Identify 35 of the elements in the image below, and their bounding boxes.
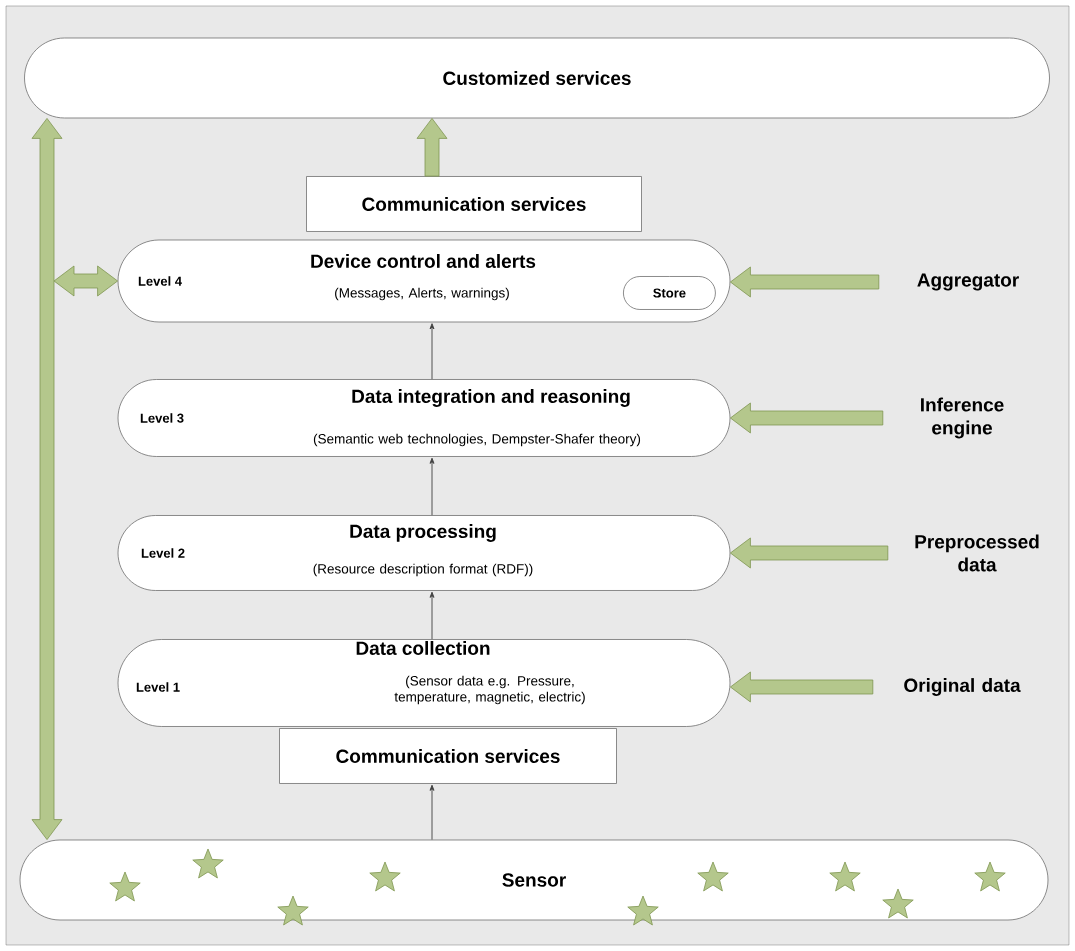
box-title: Data processing: [350, 524, 496, 542]
arrow: [429, 323, 435, 380]
box-subtitle: (Resource description format (RDF)): [313, 563, 533, 577]
level-box: [117, 239, 731, 323]
block-arrow: [730, 671, 874, 703]
level-label: Level 2: [141, 548, 185, 558]
box-title: Data collection: [356, 641, 490, 655]
process-box: Communication services: [306, 176, 642, 232]
side-label: Inference engine: [921, 397, 1004, 439]
side-label: Aggregator: [917, 273, 1019, 291]
box-subtitle: (Messages, Alerts, warnings): [335, 287, 509, 301]
level-label: Level 1: [136, 682, 180, 692]
side-label: Preprocessed data: [915, 534, 1039, 572]
level-box: [117, 515, 731, 591]
rounded-box: Customized services: [24, 37, 1050, 119]
box-subtitle: (Sensor data e.g. Pressure, temperature, magnetic, electric): [394, 675, 585, 705]
block-arrow: [53, 265, 118, 297]
box-subtitle: (Semantic web technologies, Dempster-Shafer theory): [313, 433, 641, 447]
rounded-box: Sensor: [19, 839, 1049, 921]
store-box: Store: [623, 276, 716, 310]
level-box: [117, 379, 731, 457]
box-title: Device control and alerts: [311, 254, 536, 268]
level-label: Level 3: [140, 413, 184, 423]
side-label: Original data: [904, 678, 1021, 696]
block-arrow: [730, 537, 889, 569]
process-box: Communication services: [279, 728, 617, 784]
box-title: Data integration and reasoning: [352, 389, 630, 407]
level-label: Level 4: [138, 276, 182, 286]
block-arrow: [730, 266, 880, 298]
arrow: [429, 457, 435, 516]
arrow: [429, 784, 435, 841]
block-arrow: [730, 402, 884, 434]
block-arrow: [31, 118, 63, 840]
block-arrow: [416, 118, 448, 177]
arrow: [429, 591, 435, 640]
